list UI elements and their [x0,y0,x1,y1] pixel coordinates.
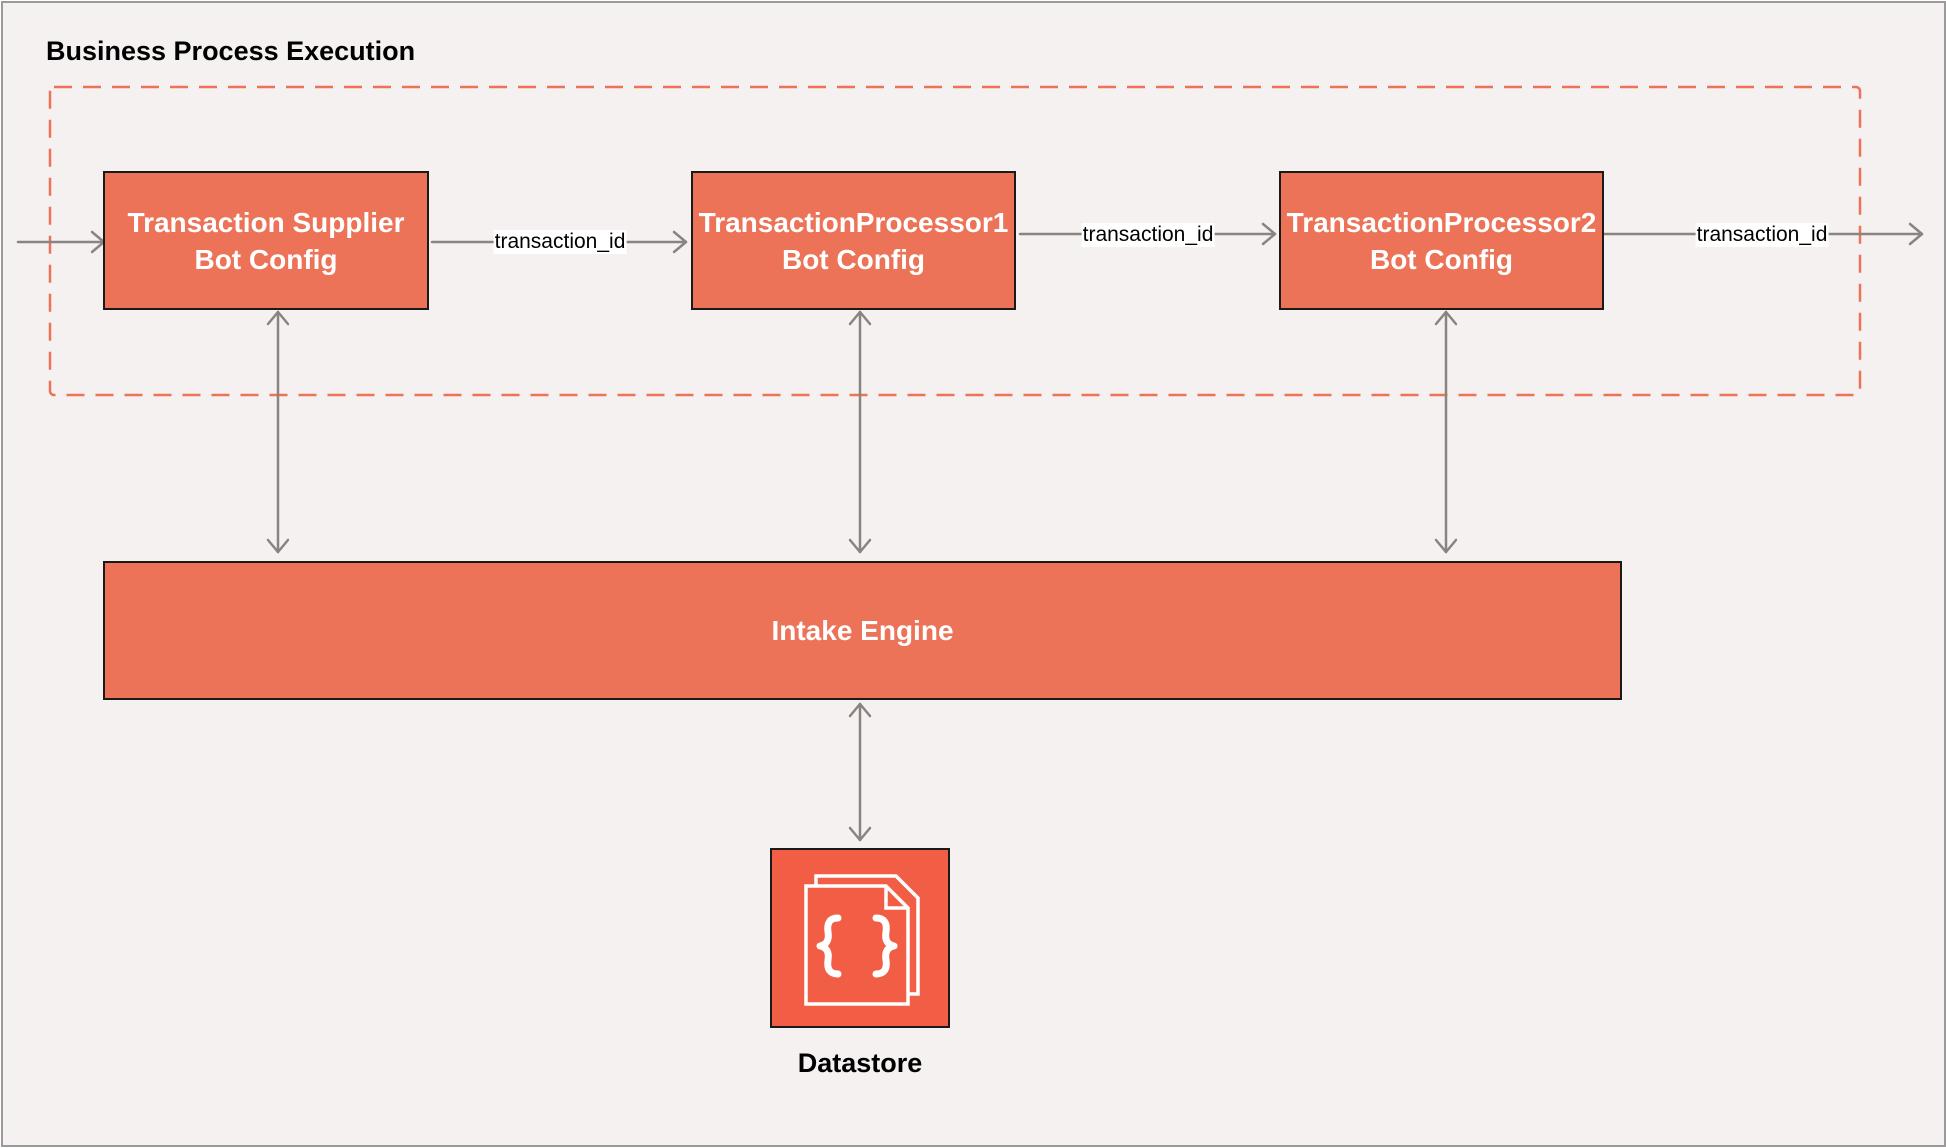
edge-label-processor1-to-processor2: transaction_id [1081,223,1215,247]
node-subtitle: Bot Config [781,243,926,275]
datastore-node[interactable] [770,848,950,1028]
node-title: Transaction Supplier [127,206,405,238]
incoming-arrow [16,230,106,254]
datastore-label: Datastore [797,1048,923,1078]
node-title: Intake Engine [771,615,954,646]
node-title: TransactionProcessor1 [698,206,1009,238]
arrow-processor1-intake [848,310,872,554]
edge-label-supplier-to-processor1: transaction_id [493,230,627,254]
transaction-processor1-node[interactable]: TransactionProcessor1 Bot Config [691,171,1016,310]
node-title: TransactionProcessor2 [1286,206,1597,238]
edge-label-processor2-outgoing: transaction_id [1695,223,1829,247]
arrow-supplier-intake [266,310,290,554]
intake-engine-node[interactable]: Intake Engine [103,561,1622,700]
transaction-processor2-node[interactable]: TransactionProcessor2 Bot Config [1279,171,1604,310]
node-subtitle: Bot Config [194,243,338,275]
transaction-supplier-node[interactable]: Transaction Supplier Bot Config [103,171,429,310]
json-documents-icon [804,874,920,1006]
arrow-processor2-intake [1434,310,1458,554]
node-subtitle: Bot Config [1369,243,1514,275]
group-title: Business Process Execution [46,36,416,66]
arrow-intake-datastore [848,702,872,842]
